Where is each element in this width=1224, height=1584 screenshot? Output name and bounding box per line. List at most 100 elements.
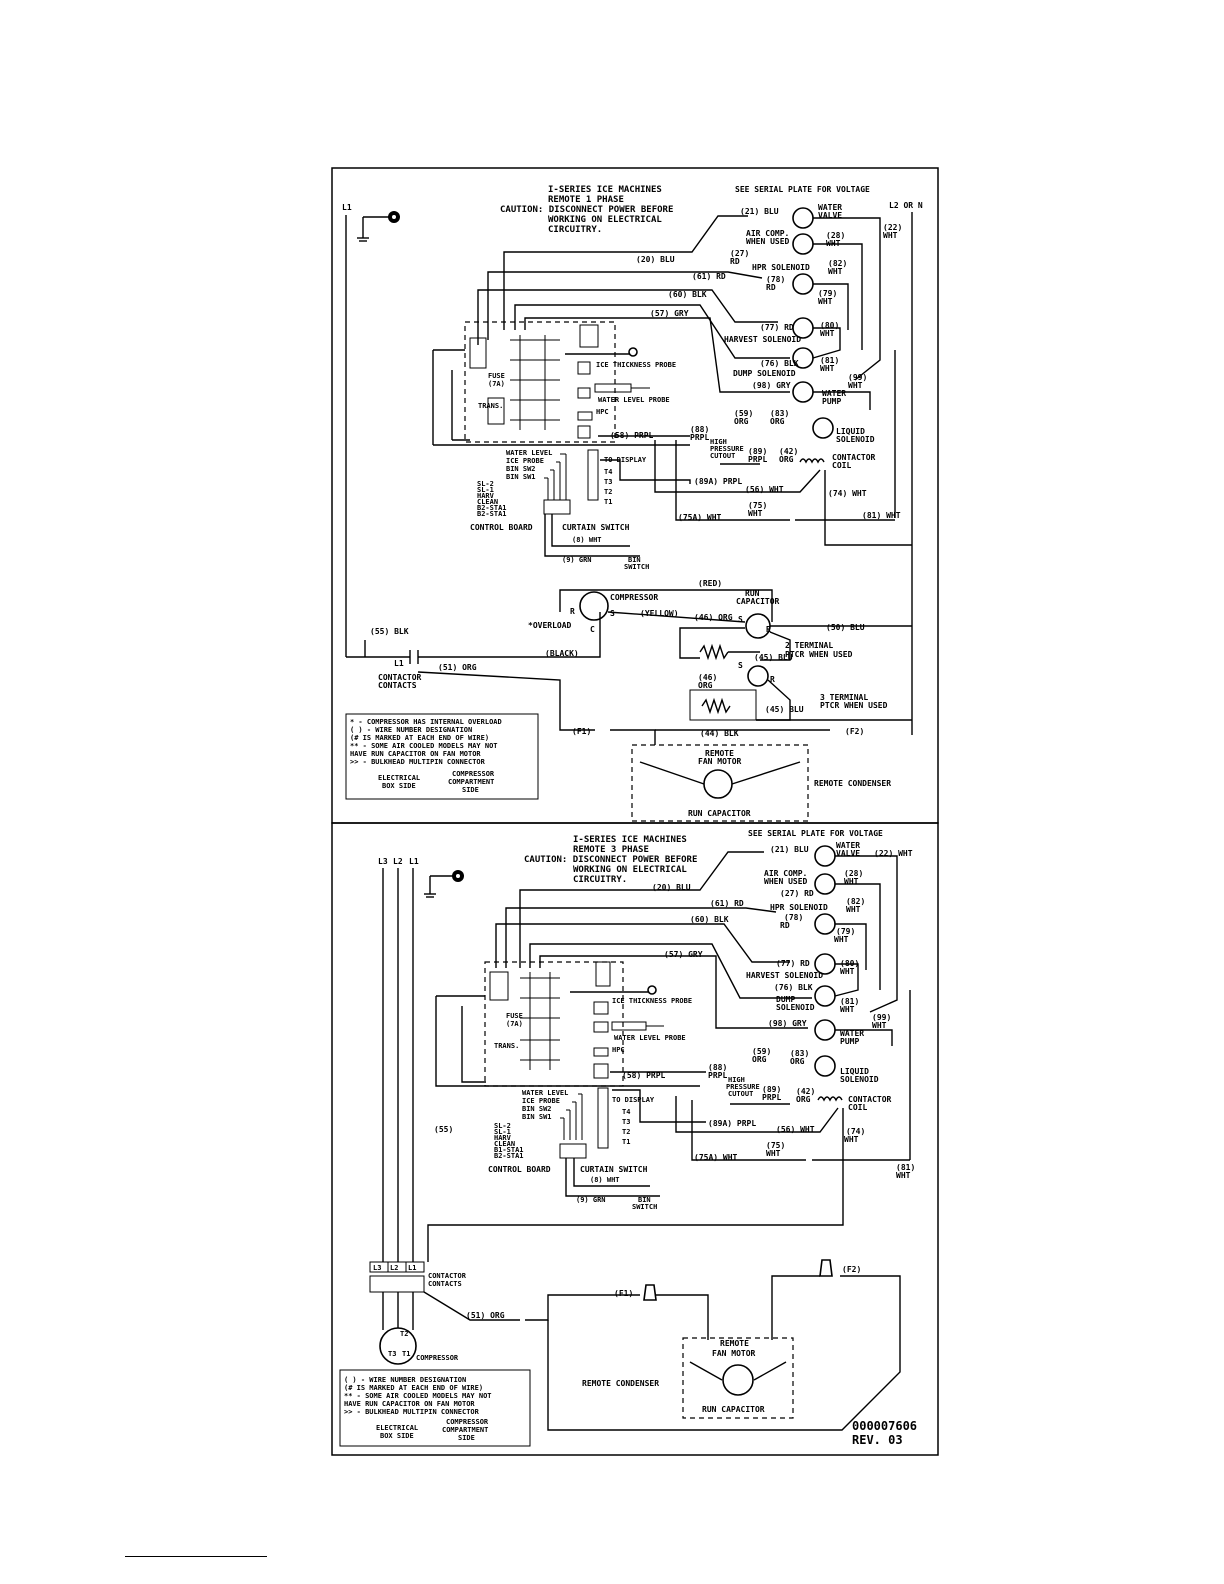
wire-60-label: (60) BLK <box>690 915 729 924</box>
air-comp-label: AIR COMP. <box>764 869 807 878</box>
wire-79-color: WHT <box>818 297 833 306</box>
contactor-coil-label: COIL <box>832 461 851 470</box>
legend-side-label: ELECTRICAL <box>376 1424 418 1432</box>
water-pump-label: PUMP <box>840 1037 859 1046</box>
three-phase-diagram: I-SERIES ICE MACHINES REMOTE 3 PHASE CAU… <box>339 829 917 1447</box>
legend-box <box>339 1369 531 1447</box>
cap-terminal-r: R <box>766 625 771 634</box>
contactor-contacts-block <box>369 1261 425 1273</box>
wire-83-color: ORG <box>770 417 785 426</box>
legend-line: ** - SOME AIR COOLED MODELS MAY NOT <box>344 1392 492 1400</box>
wire-78-color: RD <box>780 921 790 930</box>
hpc-label: HPC <box>596 408 609 416</box>
wire-77-label: (77) RD <box>760 323 794 332</box>
wire-8-label: (8) WHT <box>572 536 602 544</box>
legend-line: (# IS MARKED AT EACH END OF WIRE) <box>350 734 489 742</box>
wire-78-label: (78) <box>784 913 803 922</box>
contactor-coil-label: CONTACTOR <box>848 1095 892 1104</box>
wire-28-label: (28) <box>844 869 863 878</box>
fan-run-capacitor-label: RUN CAPACITOR <box>702 1405 765 1414</box>
fuse-label: FUSE <box>506 1012 523 1020</box>
wire-51-label: (51) ORG <box>466 1311 505 1320</box>
terminal-t2: T2 <box>604 488 612 496</box>
contactor-terminal-l1: L1 <box>394 659 404 668</box>
wire-81-label: (81) <box>840 997 859 1006</box>
wire-99-label: (99) <box>872 1013 891 1022</box>
air-compressor-icon <box>792 233 814 255</box>
terminal-t1: T1 <box>622 1138 630 1146</box>
led-label: B1-STA1 <box>494 1146 524 1154</box>
wire-55-label: (55) BLK <box>370 627 409 636</box>
terminal-t4: T4 <box>622 1108 630 1116</box>
compressor-icon <box>379 1327 417 1365</box>
ptcr-run-cap-icon <box>747 665 769 687</box>
footer-rule <box>125 1556 267 1557</box>
switch-label: BIN SW2 <box>506 465 536 473</box>
control-board-label: CONTROL BOARD <box>488 1165 551 1174</box>
wire-27-label: (27) <box>730 249 749 258</box>
wire-60-label: (60) BLK <box>668 290 707 299</box>
water-pump-label: WATER <box>840 1029 864 1038</box>
legend-side-label: COMPRESSOR <box>452 770 495 778</box>
legend-side-label: BOX SIDE <box>380 1432 414 1440</box>
wire-58-label: (58) PRPL <box>610 431 654 440</box>
wire-55-label: (55) <box>434 1125 453 1134</box>
wire-98-label: (98) GRY <box>752 381 791 390</box>
switch-label: BIN SW1 <box>506 473 536 481</box>
line-l3-label: L3 <box>378 857 388 866</box>
fuse-rating: (7A) <box>488 380 505 388</box>
air-comp-label: WHEN USED <box>764 877 808 886</box>
control-board-outline <box>484 961 624 1087</box>
wire-79-label: (79) <box>818 289 837 298</box>
led-label: SL-2 <box>477 480 494 488</box>
transformer-label: TRANS. <box>494 1042 519 1050</box>
liquid-solenoid-label: LIQUID <box>836 427 865 436</box>
wire-74-label: (74) WHT <box>828 489 867 498</box>
water-pump-icon <box>792 381 814 403</box>
wire-81b-label: (81) WHT <box>862 511 901 520</box>
water-level-probe-label: WATER LEVEL PROBE <box>614 1034 686 1042</box>
wire-88-color: PRPL <box>690 433 709 442</box>
ptcr3-label: 3 TERMINAL <box>820 693 868 702</box>
hpc-switch-label: CUTOUT <box>710 452 735 460</box>
wire-77-label: (77) RD <box>776 959 810 968</box>
led-label: CLEAN <box>494 1140 515 1148</box>
bin-switch-label: SWITCH <box>632 1203 657 1211</box>
water-pump-label: PUMP <box>822 397 841 406</box>
run-capacitor-label: CAPACITOR <box>736 597 780 606</box>
hpc-switch-label: PRESSURE <box>726 1083 760 1091</box>
wire-42-label: (42) <box>779 447 798 456</box>
water-pump-icon <box>814 1019 836 1041</box>
legend-side-label: ELECTRICAL <box>378 774 420 782</box>
wire-8-label: (8) WHT <box>590 1176 620 1184</box>
wire-46-label: (46) ORG <box>694 613 733 622</box>
fan-run-capacitor-label: RUN CAPACITOR <box>688 809 751 818</box>
caution-text: CAUTION: DISCONNECT POWER BEFORE <box>524 855 697 865</box>
wire-21-label: (21) BLU <box>770 845 809 854</box>
wire-75-color: WHT <box>748 509 763 518</box>
ice-probe-connector <box>577 361 591 375</box>
legend-line: >> - BULKHEAD MULTIPIN CONNECTOR <box>344 1408 480 1416</box>
led-label: B2-STA1 <box>477 504 507 512</box>
compressor-terminal-r: R <box>570 607 575 616</box>
legend-side-label: COMPARTMENT <box>448 778 494 786</box>
terminal-t1: T1 <box>604 498 612 506</box>
line-l1-label: L1 <box>342 203 352 212</box>
switch-label: ICE PROBE <box>506 457 544 465</box>
switch-label: WATER LEVEL <box>506 449 552 457</box>
led-label: CLEAN <box>477 498 498 506</box>
wire-black-label: (BLACK) <box>545 649 579 658</box>
caution-text: CIRCUITRY. <box>548 225 602 235</box>
wire-f2-label: (F2) <box>842 1265 861 1274</box>
wire-88-label: (88) <box>690 425 709 434</box>
wire-76-label: (76) BLK <box>760 359 799 368</box>
liquid-solenoid-label: SOLENOID <box>836 435 875 444</box>
ptcr2-label: PTCR WHEN USED <box>785 650 853 659</box>
wire-89a-label: (89A) PRPL <box>694 477 742 486</box>
revision-label: REV. 03 <box>852 1433 903 1447</box>
wire-74-color: WHT <box>844 1135 859 1144</box>
dump-solenoid-label: DUMP <box>776 995 795 1004</box>
air-compressor-icon <box>814 873 836 895</box>
wire-83-color: ORG <box>790 1057 805 1066</box>
